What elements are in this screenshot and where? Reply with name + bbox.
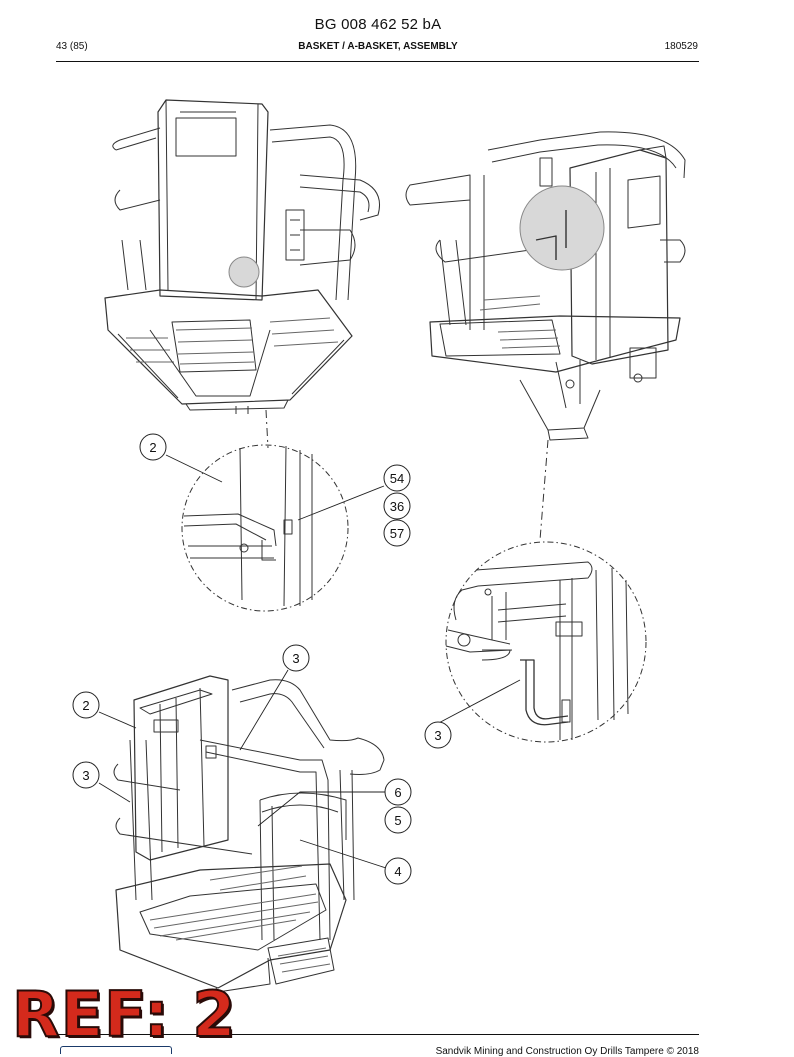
svg-text:4: 4 <box>394 864 401 879</box>
svg-text:3: 3 <box>434 728 441 743</box>
svg-text:36: 36 <box>390 499 404 514</box>
callout-57: 57 <box>383 519 411 547</box>
page-title: BASKET / A-BASKET, ASSEMBLY <box>298 41 458 52</box>
svg-text:54: 54 <box>390 471 404 486</box>
callout-6: 6 <box>384 778 412 806</box>
basket-view-front-left <box>104 99 380 414</box>
revision-date: 180529 <box>664 41 698 52</box>
callout-3-detail: 3 <box>424 721 452 749</box>
callout-3-left: 3 <box>72 761 100 789</box>
basket-view-bottom <box>113 675 385 993</box>
callout-2-detail: 2 <box>139 433 167 461</box>
brand-logo <box>60 1046 172 1054</box>
footer-rule <box>56 1034 699 1035</box>
svg-text:57: 57 <box>390 526 404 541</box>
callout-4: 4 <box>384 857 412 885</box>
svg-text:5: 5 <box>394 813 401 828</box>
header-rule <box>56 61 699 62</box>
basket-view-rear-right <box>405 131 686 441</box>
copyright-footer: Sandvik Mining and Construction Oy Drill… <box>435 1046 699 1057</box>
callout-5: 5 <box>384 806 412 834</box>
svg-text:3: 3 <box>82 768 89 783</box>
detail-view-right <box>445 541 647 743</box>
svg-text:2: 2 <box>82 698 89 713</box>
callout-3-top: 3 <box>282 644 310 672</box>
svg-text:6: 6 <box>394 785 401 800</box>
svg-text:3: 3 <box>292 651 299 666</box>
svg-text:2: 2 <box>149 440 156 455</box>
page-number: 43 (85) <box>56 41 88 52</box>
callout-2-bottom: 2 <box>72 691 100 719</box>
detail-view-left <box>181 444 349 612</box>
callout-54: 54 <box>383 464 411 492</box>
document-number: BG 008 462 52 bA <box>314 16 442 33</box>
ref-stamp: REF: 2 <box>11 978 237 1051</box>
callout-36: 36 <box>383 492 411 520</box>
